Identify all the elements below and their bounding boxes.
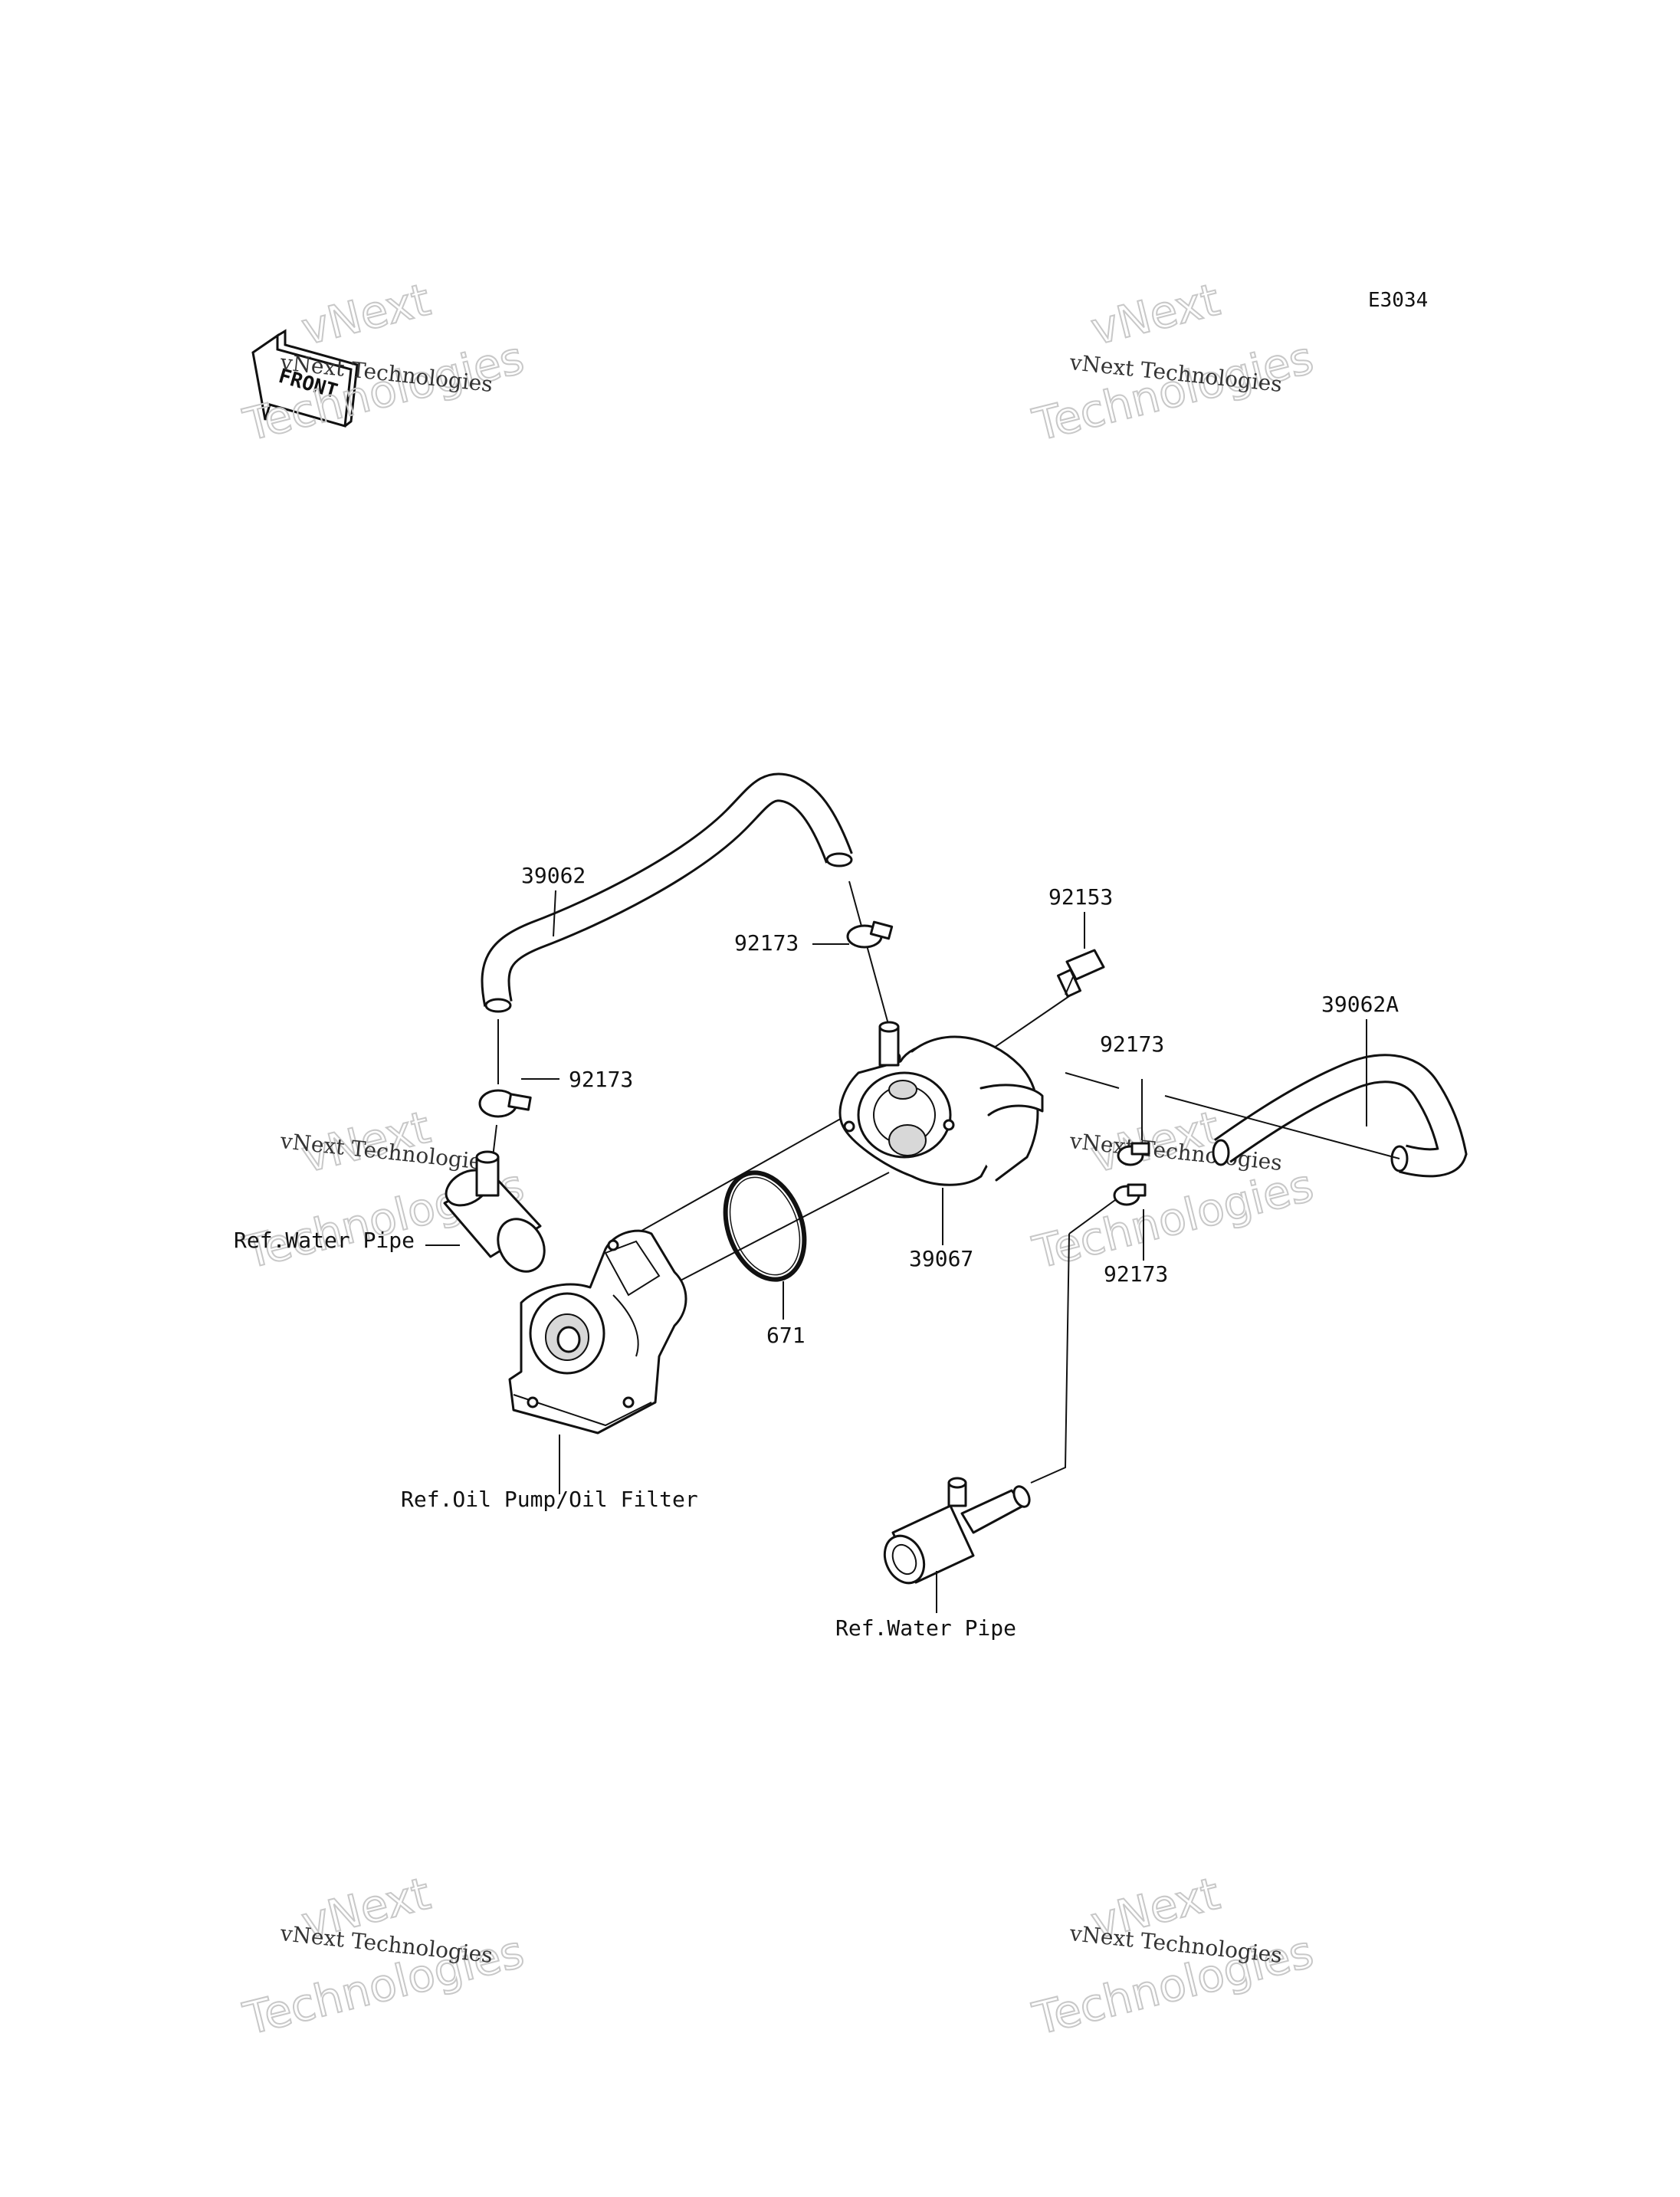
bolt <box>1057 949 1105 998</box>
watermark-bottom-right: vNext Technologies vNext Technologies <box>1027 1867 1319 2046</box>
label-92173-right-lower: 92173 <box>1104 1261 1168 1287</box>
ref-water-pipe-left: Ref.Water Pipe <box>234 1228 415 1253</box>
ref-water-pipe-bottom: Ref.Water Pipe <box>835 1615 1016 1641</box>
diagram-code: E3034 <box>1368 289 1428 312</box>
watermark-top-right: vNext Technologies vNext Technologies <box>1027 273 1319 452</box>
watermark-big-2: Technologies <box>1028 1159 1318 1278</box>
oil-cooler <box>838 1021 1044 1186</box>
clamp-right-lower <box>1113 1183 1147 1206</box>
ref-oil-pump: Ref.Oil Pump/Oil Filter <box>401 1487 698 1512</box>
hose-39062a <box>1212 1054 1468 1178</box>
oil-pump-housing <box>508 1229 687 1435</box>
watermark-top-left: vNext Technologies vNext Technologies <box>238 273 530 452</box>
watermark-bottom-left: vNext Technologies vNext Technologies <box>238 1867 530 2046</box>
front-arrow-icon: FRONT <box>251 329 359 428</box>
label-92173-left: 92173 <box>569 1067 633 1092</box>
water-pipe-bottom <box>883 1477 1031 1585</box>
water-pipe-left <box>443 1150 546 1273</box>
clamp-top <box>846 920 894 949</box>
label-39062: 39062 <box>521 863 586 888</box>
label-39062a: 39062A <box>1321 992 1399 1017</box>
clamp-right-upper <box>1117 1142 1150 1166</box>
watermark-big-1: vNext <box>297 274 435 356</box>
clamp-left <box>478 1089 532 1118</box>
label-39067: 39067 <box>909 1246 973 1271</box>
label-92173-top: 92173 <box>734 930 799 956</box>
o-ring <box>723 1170 807 1282</box>
watermark-big-1: vNext <box>1086 274 1225 356</box>
label-92173-right-upper: 92173 <box>1100 1031 1164 1057</box>
label-671: 671 <box>766 1323 806 1348</box>
label-92153: 92153 <box>1048 884 1113 910</box>
hose-39062 <box>481 772 853 1013</box>
